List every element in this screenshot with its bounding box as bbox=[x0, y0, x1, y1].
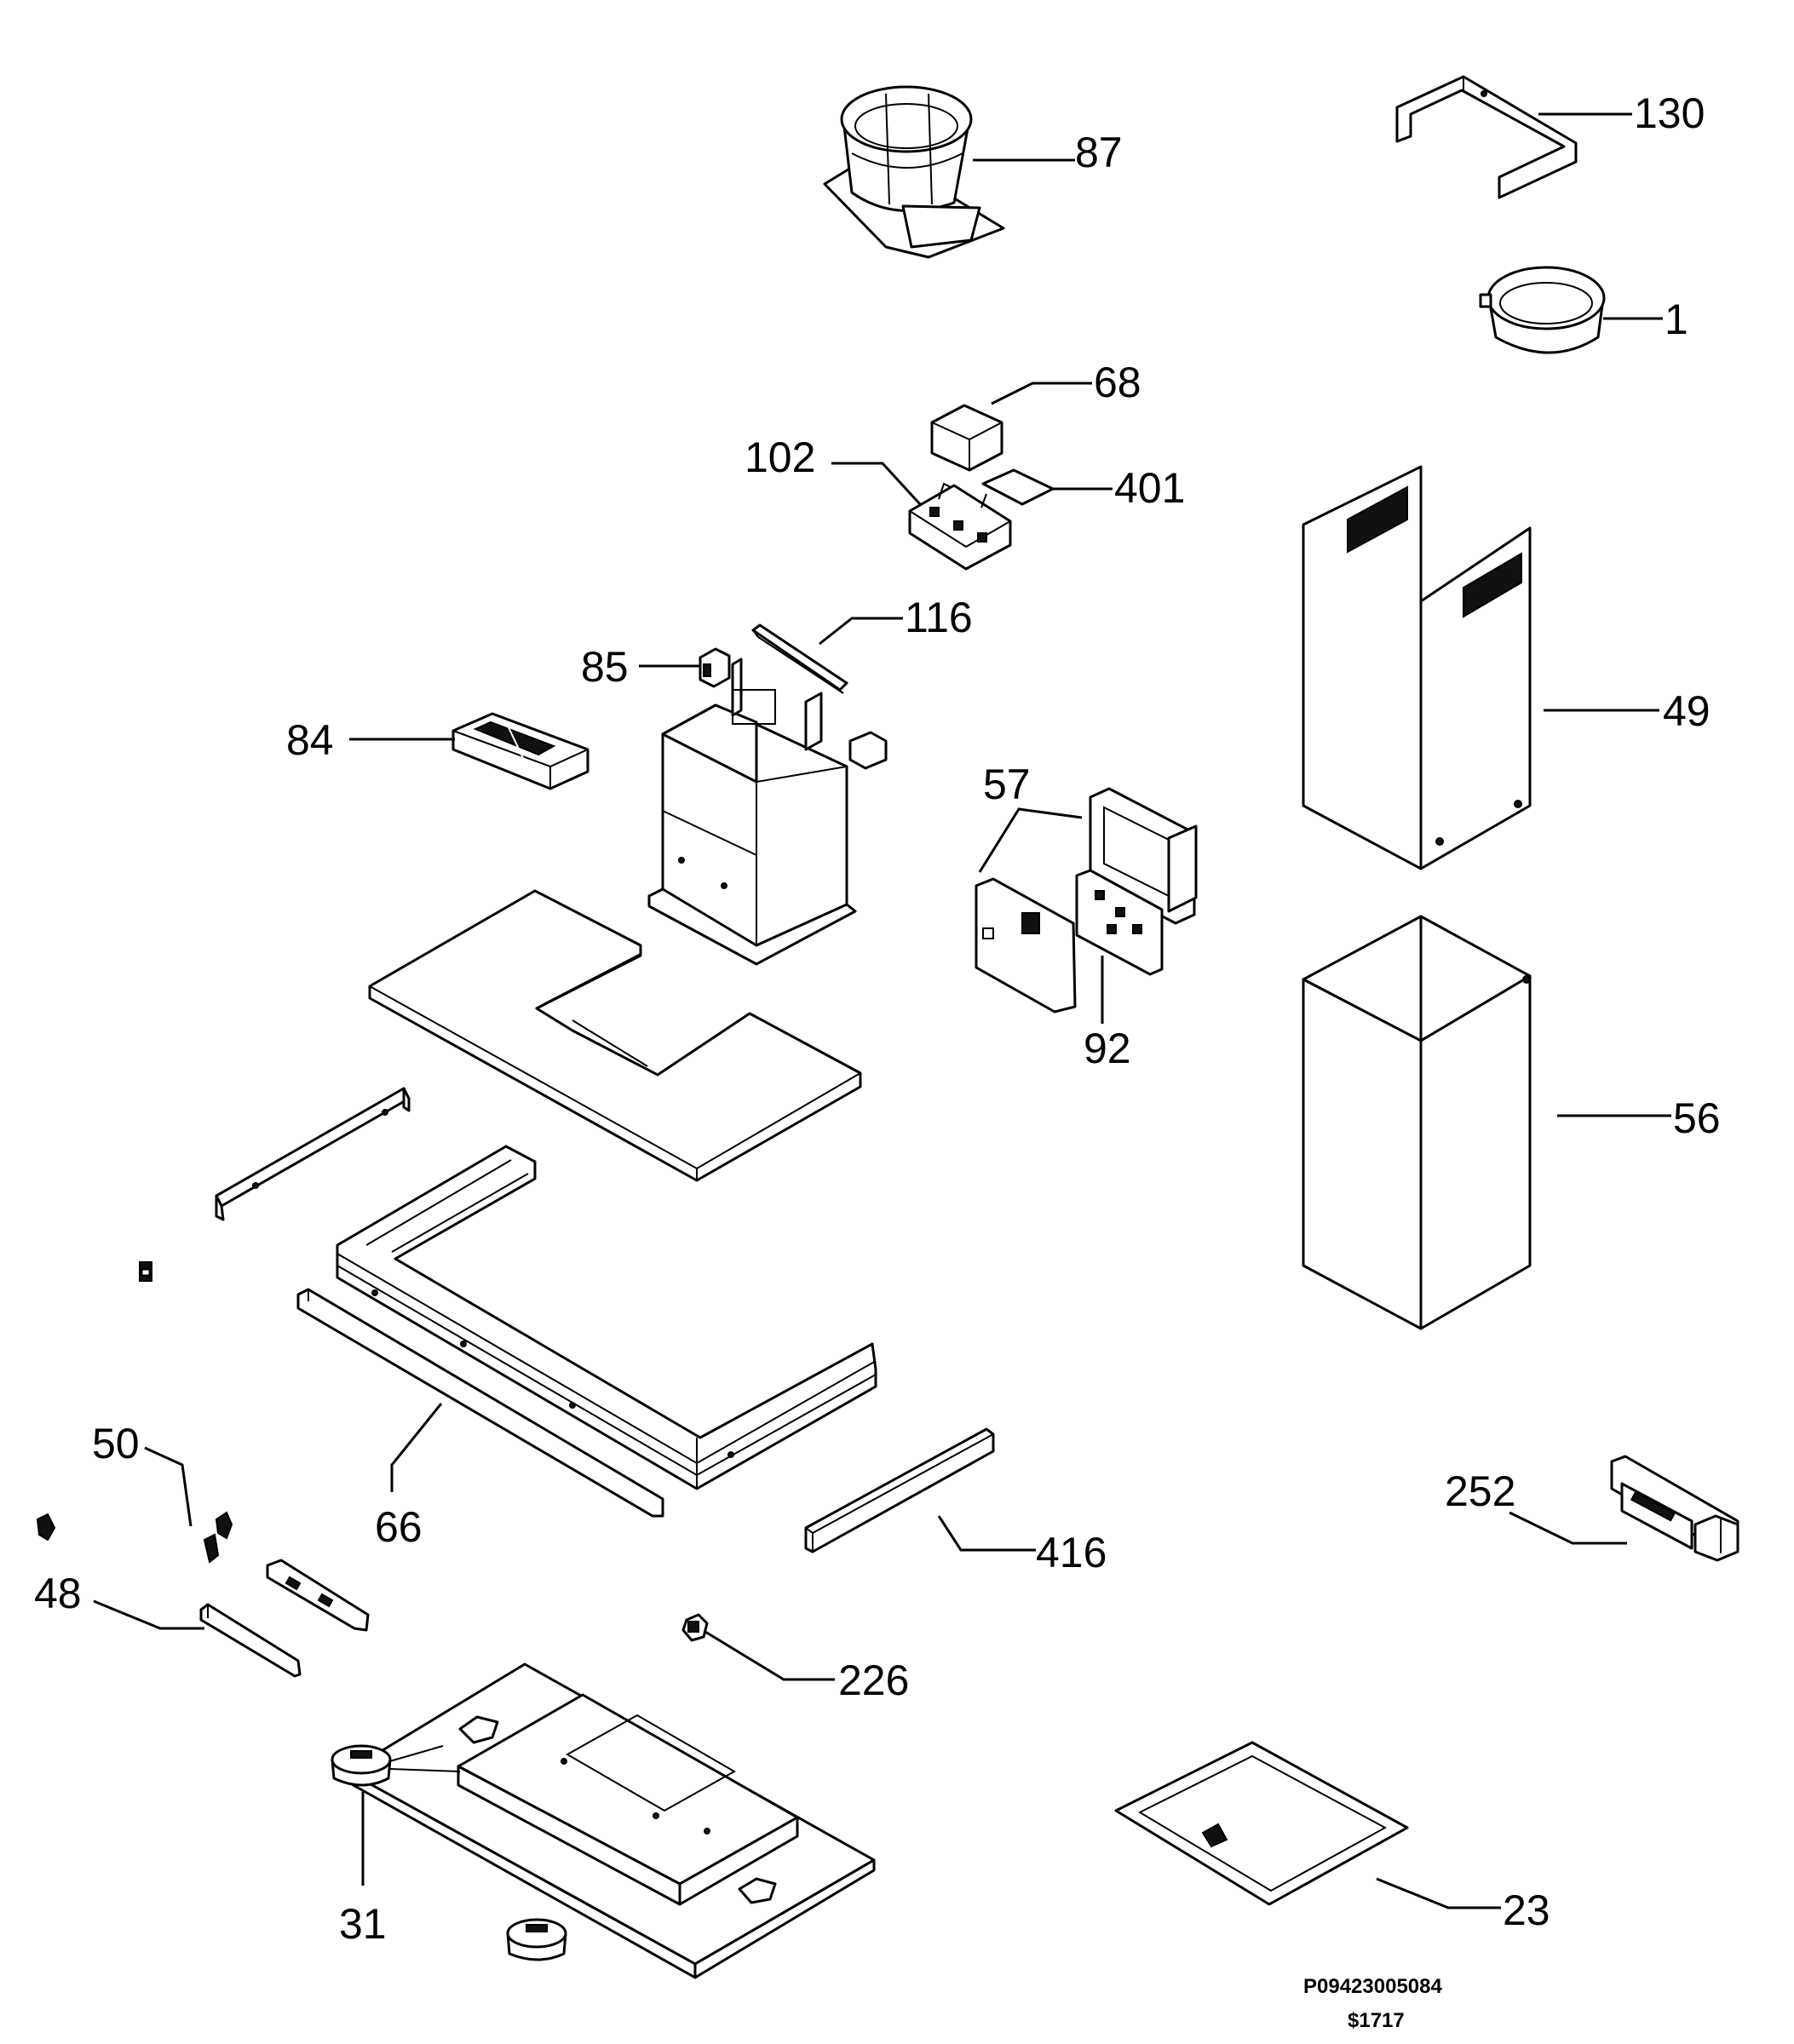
part-252-control-panel bbox=[1610, 1455, 1739, 1562]
label-226: 226 bbox=[838, 1656, 909, 1704]
label-48: 48 bbox=[34, 1570, 82, 1617]
label-87: 87 bbox=[1075, 129, 1123, 176]
revision-code: $1717 bbox=[1348, 2009, 1405, 2032]
leader-116 bbox=[819, 617, 903, 646]
leader-226 bbox=[704, 1630, 835, 1681]
part-416-trim bbox=[804, 1427, 995, 1553]
label-56: 56 bbox=[1673, 1094, 1721, 1142]
leader-23 bbox=[1376, 1877, 1501, 1909]
label-31: 31 bbox=[339, 1900, 387, 1948]
label-102: 102 bbox=[745, 433, 815, 481]
label-85: 85 bbox=[581, 643, 629, 691]
part-87-outlet-collar bbox=[823, 85, 1005, 259]
part-50-clips bbox=[36, 1511, 233, 1564]
part-56-lower-chimney bbox=[1302, 915, 1532, 1330]
part-85-clip bbox=[699, 647, 731, 688]
part-84-cassette bbox=[451, 712, 589, 790]
leader-66 bbox=[390, 1403, 443, 1492]
part-116-rail bbox=[751, 623, 848, 694]
front-rail-66 bbox=[296, 1288, 664, 1518]
screw-part bbox=[139, 1261, 152, 1282]
label-68: 68 bbox=[1094, 359, 1141, 406]
label-92: 57 bbox=[983, 761, 1031, 808]
label-49: 92 bbox=[1084, 1025, 1131, 1072]
part-92-pcb bbox=[975, 877, 1077, 1013]
leader-416 bbox=[937, 1515, 1036, 1552]
leader-92 bbox=[978, 807, 1083, 873]
label-416: 416 bbox=[1036, 1529, 1107, 1576]
light-bracket bbox=[266, 1559, 370, 1632]
part-66-frame bbox=[336, 1145, 877, 1490]
part-23-grease-filter bbox=[1114, 1741, 1409, 1906]
part-49-board bbox=[1075, 869, 1164, 976]
label-66: 66 bbox=[375, 1503, 423, 1551]
part-31-knob-1 bbox=[331, 1744, 392, 1787]
leader-50 bbox=[144, 1446, 193, 1527]
leader-102 bbox=[831, 462, 922, 506]
label-50: 50 bbox=[92, 1420, 140, 1467]
part-57-upper-chimney bbox=[1302, 465, 1532, 870]
label-23: 23 bbox=[1503, 1886, 1550, 1934]
main-plate bbox=[368, 889, 862, 1182]
label-130: 130 bbox=[1634, 89, 1705, 137]
part-31-knob-2 bbox=[506, 1918, 567, 1961]
label-252: 252 bbox=[1445, 1467, 1515, 1515]
motor-housing bbox=[647, 657, 888, 966]
label-1: 1 bbox=[1665, 296, 1688, 343]
hood-canopy bbox=[342, 1662, 876, 1979]
part-401-plate bbox=[981, 468, 1055, 506]
part-102-terminal-block bbox=[908, 482, 1012, 571]
part-48-strip bbox=[199, 1603, 302, 1678]
label-116: 116 bbox=[905, 594, 973, 641]
part-130-bracket bbox=[1395, 75, 1578, 199]
side-rail-upper bbox=[215, 1087, 411, 1221]
label-84: 84 bbox=[286, 716, 334, 764]
leader-252 bbox=[1509, 1511, 1627, 1545]
part-1-ring bbox=[1479, 266, 1606, 354]
label-401: 401 bbox=[1114, 464, 1185, 512]
leader-48 bbox=[93, 1599, 204, 1630]
part-68-box bbox=[930, 404, 1003, 472]
drawing-code: P09423005084 bbox=[1303, 1975, 1442, 1998]
label-57: 49 bbox=[1663, 687, 1711, 735]
leader-68 bbox=[991, 382, 1092, 405]
part-226-fitting bbox=[681, 1613, 709, 1642]
